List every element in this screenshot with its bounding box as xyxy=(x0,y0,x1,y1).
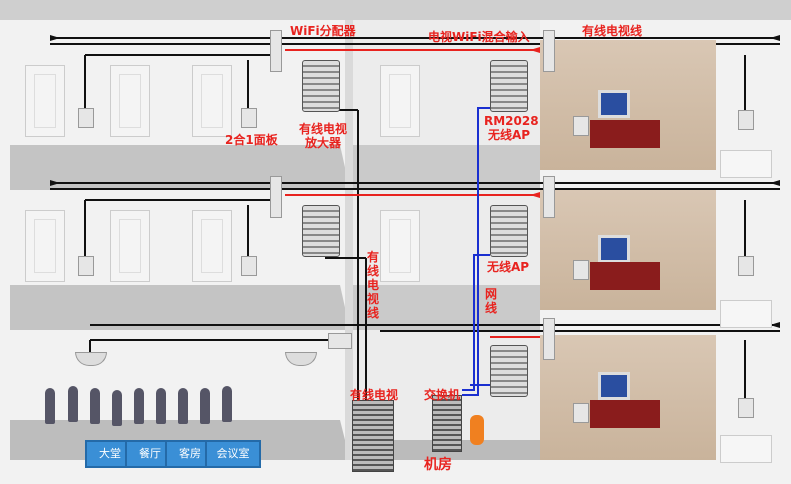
wall-panel-icon xyxy=(573,260,589,280)
tv-icon xyxy=(598,235,630,263)
label-catv: 有线电视 xyxy=(350,388,399,402)
wall-panel-icon xyxy=(738,398,754,418)
operator-icon xyxy=(470,415,484,445)
wireless-ap-icon xyxy=(490,345,528,397)
wifi-splitter-icon xyxy=(543,318,555,360)
bed xyxy=(720,435,772,463)
switch-rack-icon xyxy=(432,395,462,452)
person xyxy=(134,388,144,424)
door xyxy=(380,65,420,137)
wall-panel-icon xyxy=(78,108,94,128)
floor-slab xyxy=(10,285,350,330)
label-network-line: 网线 xyxy=(485,287,498,315)
door xyxy=(192,65,232,137)
label-catv-line-vertical: 有线电视线 xyxy=(367,250,380,320)
person xyxy=(45,388,55,424)
splitter-box-icon xyxy=(328,333,352,349)
desk xyxy=(590,400,660,428)
label-switch: 交换机 xyxy=(424,388,461,402)
wall-panel-icon xyxy=(241,256,257,276)
catv-amplifier-icon xyxy=(302,205,340,257)
wall-panel-icon xyxy=(738,256,754,276)
label-wifi-splitter: WiFi分配器 xyxy=(290,24,356,38)
wifi-splitter-icon xyxy=(543,176,555,218)
wall-panel-icon xyxy=(573,403,589,423)
wall-panel-icon xyxy=(241,108,257,128)
person xyxy=(68,386,78,422)
door xyxy=(110,65,150,137)
door xyxy=(380,210,420,282)
label-wireless-ap: 无线AP xyxy=(487,260,530,274)
wifi-splitter-icon xyxy=(543,30,555,72)
desk xyxy=(590,120,660,148)
door xyxy=(25,210,65,282)
wall-panel-icon xyxy=(78,256,94,276)
person xyxy=(112,390,122,426)
label-catv-amplifier: 有线电视放大器 xyxy=(298,122,347,150)
person xyxy=(156,388,166,424)
area-meeting-room: 会议室 xyxy=(205,440,261,468)
bed xyxy=(720,150,772,178)
wall-panel-icon xyxy=(738,110,754,130)
label-machine-room: 机房 xyxy=(424,457,452,473)
person xyxy=(200,388,210,424)
person xyxy=(90,388,100,424)
tv-icon xyxy=(598,372,630,400)
catv-rack-icon xyxy=(352,400,394,472)
person xyxy=(178,388,188,424)
tv-icon xyxy=(598,90,630,118)
desk xyxy=(590,262,660,290)
door xyxy=(110,210,150,282)
wall-panel-icon xyxy=(573,116,589,136)
person xyxy=(222,386,232,422)
wifi-splitter-icon xyxy=(270,176,282,218)
label-mixed-input: 电视WiFi混合输入 xyxy=(428,30,530,44)
label-catv-line: 有线电视线 xyxy=(582,24,643,38)
bed xyxy=(720,300,772,328)
label-2in1-panel: 2合1面板 xyxy=(225,133,278,147)
catv-amplifier-icon xyxy=(302,60,340,112)
wifi-splitter-icon xyxy=(270,30,282,72)
door xyxy=(192,210,232,282)
label-rm2028-ap: RM2028无线AP xyxy=(484,114,539,142)
floor-slab xyxy=(10,145,350,190)
door xyxy=(25,65,65,137)
wireless-ap-icon xyxy=(490,60,528,112)
wireless-ap-icon xyxy=(490,205,528,257)
